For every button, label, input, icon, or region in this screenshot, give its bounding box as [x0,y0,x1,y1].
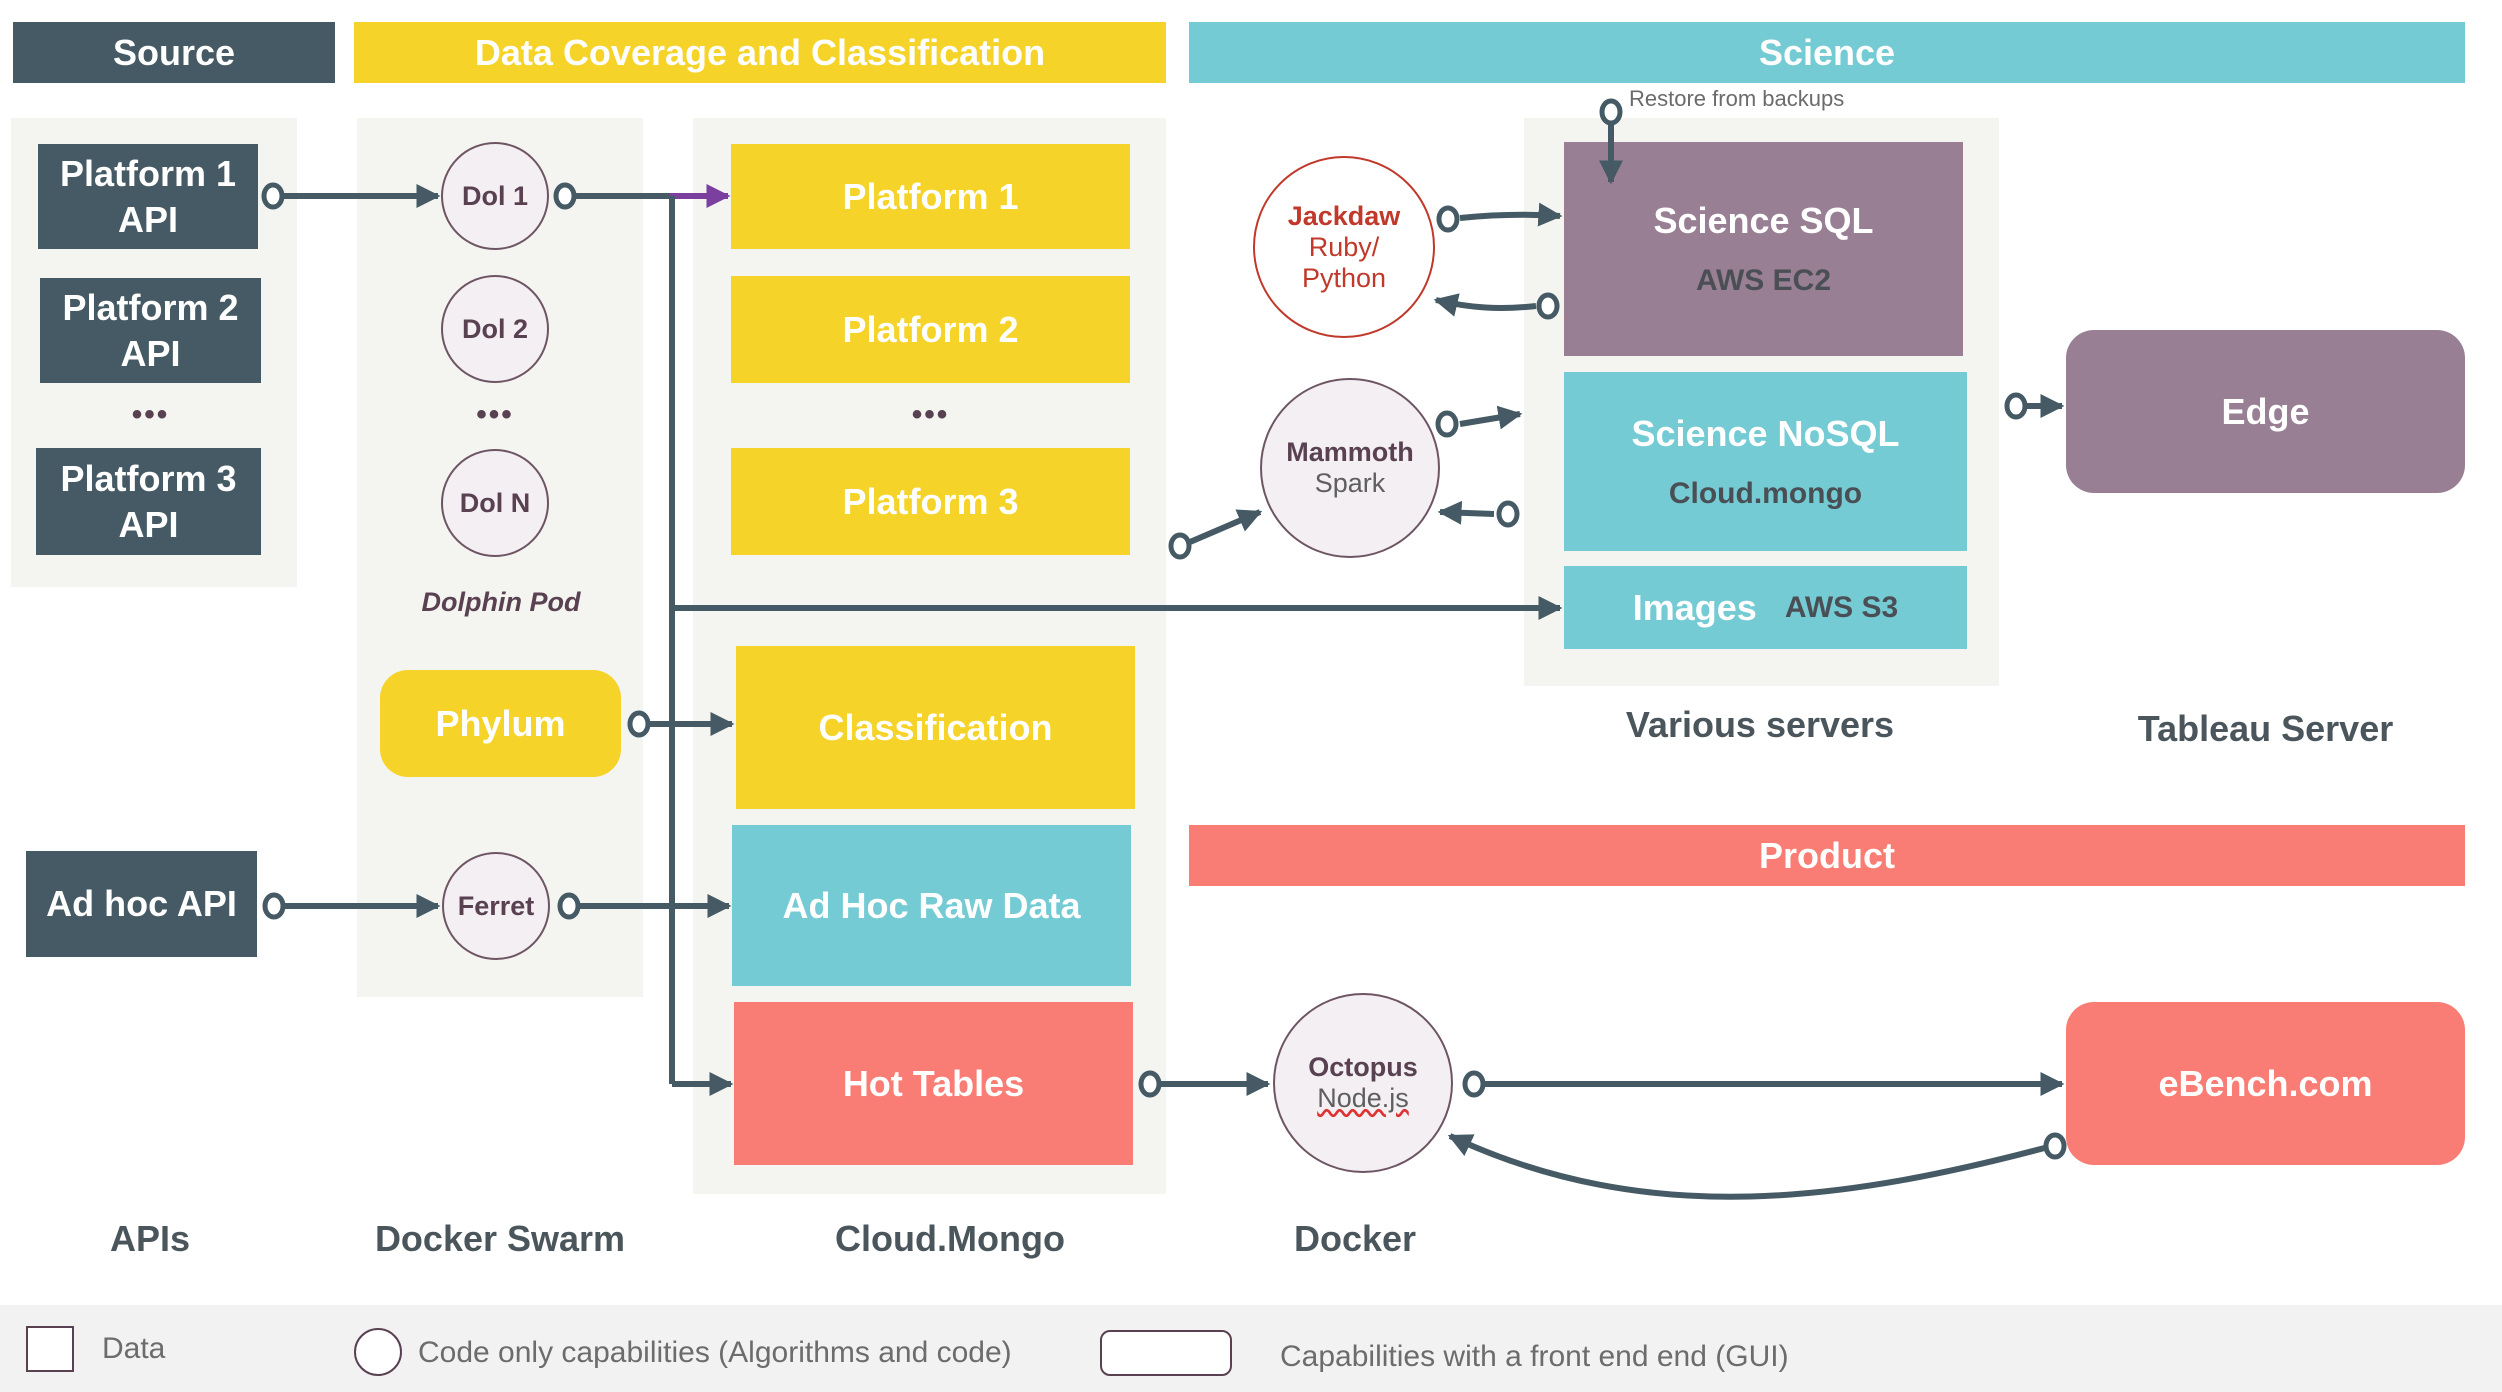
platform-2-api[interactable]: Platform 2 API [40,278,261,383]
dol-1-label: Dol 1 [461,180,528,211]
caption-apis: APIs [109,1218,191,1259]
platform-3-api-label: Platform 3 API [60,457,237,545]
header-science: Science [1189,22,2465,83]
edge-into-mammoth [1188,509,1263,545]
port-nosql [1496,500,1520,528]
header-data-coverage: Data Coverage and Classification [354,22,1166,83]
legend-code-swatch [354,1328,402,1376]
restore-from-backups-note: Restore from backups [1629,86,1845,111]
dol-2-node[interactable]: Dol 2 [441,275,549,383]
legend-data-swatch [26,1326,74,1372]
ferret-label: Ferret [457,890,535,921]
edge-ebench-octopus [1447,1133,2053,1200]
caption-tableau-server: Tableau Server [2137,708,2394,749]
adhoc-api-label: Ad hoc API [46,883,237,924]
dol-1-node[interactable]: Dol 1 [441,142,549,250]
science-nosql-title: Science NoSQL [1631,412,1900,454]
ebench-box[interactable]: eBench.com [2066,1002,2465,1165]
phylum-box[interactable]: Phylum [380,670,621,777]
platform-2-data[interactable]: Platform 2 [731,276,1130,383]
adhoc-api[interactable]: Ad hoc API [26,851,257,957]
port-into-mammoth [1168,532,1192,560]
octopus-node[interactable]: Octopus Node.js [1273,993,1453,1173]
adhoc-raw-data[interactable]: Ad Hoc Raw Data [732,825,1131,986]
science-nosql-box[interactable]: Science NoSQL Cloud.mongo [1564,372,1967,551]
edge-sql-jackdaw [1433,293,1537,317]
port-nosql-edge [2004,392,2028,420]
platform-2-data-label: Platform 2 [842,308,1019,350]
caption-docker: Docker [1293,1218,1417,1259]
platform-1-data-label: Platform 1 [842,175,1019,217]
classification-label: Classification [818,706,1053,748]
port-mammoth [1435,410,1459,438]
platform-3-data-label: Platform 3 [842,480,1019,522]
jackdaw-name: Jackdaw [1287,200,1401,231]
platform-3-api[interactable]: Platform 3 API [36,448,261,555]
edge-mammoth-nosql [1459,405,1523,430]
classification-data[interactable]: Classification [736,646,1135,809]
caption-cloud-mongo: Cloud.Mongo [835,1218,1065,1259]
mammoth-node[interactable]: Mammoth Spark [1260,378,1440,558]
legend-data-label: Data [102,1332,166,1365]
edge-box[interactable]: Edge [2066,330,2465,493]
ferret-node[interactable]: Ferret [442,852,550,960]
platform-3-data[interactable]: Platform 3 [731,448,1130,555]
jackdaw-tech-2: Python [1301,262,1387,293]
images-title: Images [1632,586,1757,628]
phylum-label: Phylum [435,702,566,744]
dol-n-label: Dol N [459,487,531,518]
caption-docker-swarm: Docker Swarm [374,1218,626,1259]
legend-gui-label: Capabilities with a front end end (GUI) [1280,1340,1789,1373]
port-jackdaw [1436,205,1460,233]
science-sql-host: AWS EC2 [1695,264,1832,297]
docker-swarm-panel [357,118,643,997]
mammoth-tech: Spark [1314,468,1386,498]
caption-various-servers: Various servers [1625,704,1895,745]
header-source: Source [13,22,335,83]
mongo-ellipsis: ••• [911,398,950,431]
jackdaw-tech-1: Ruby/ [1308,231,1380,262]
platform-2-api-label: Platform 2 API [62,286,239,374]
mammoth-name: Mammoth [1286,437,1414,467]
dol-ellipsis: ••• [476,398,514,431]
port-ebench [2043,1132,2067,1160]
header-product: Product [1189,825,2465,886]
platform-1-api-label: Platform 1 API [59,152,237,240]
jackdaw-node[interactable]: Jackdaw Ruby/ Python [1253,156,1435,338]
dolphin-pod-label: Dolphin Pod [421,587,581,617]
octopus-tech: Node.js [1317,1083,1409,1113]
images-host: AWS S3 [1784,590,1899,624]
hot-tables-data[interactable]: Hot Tables [734,1002,1133,1165]
adhoc-raw-data-label: Ad Hoc Raw Data [782,884,1081,926]
science-nosql-host: Cloud.mongo [1668,476,1863,510]
platform-1-data[interactable]: Platform 1 [731,144,1130,249]
legend-code-label: Code only capabilities (Algorithms and c… [418,1336,1012,1369]
science-sql-box[interactable]: Science SQL AWS EC2 [1564,142,1963,356]
ebench-label: eBench.com [2158,1062,2373,1104]
dol-n-node[interactable]: Dol N [441,449,549,557]
port-adhocapi [262,892,286,920]
images-box[interactable]: Images AWS S3 [1564,566,1967,649]
platform-1-api[interactable]: Platform 1 API [38,144,258,249]
legend-gui-swatch [1100,1330,1232,1376]
legend-bar [0,1305,2502,1392]
octopus-name: Octopus [1308,1052,1418,1082]
source-ellipsis: ••• [131,398,170,431]
edge-label: Edge [2221,390,2310,432]
hot-tables-label: Hot Tables [842,1062,1025,1104]
port-octopus [1462,1070,1486,1098]
dol-2-label: Dol 2 [461,313,528,344]
edge-nosql-mammoth [1437,500,1495,525]
science-sql-title: Science SQL [1653,200,1874,241]
